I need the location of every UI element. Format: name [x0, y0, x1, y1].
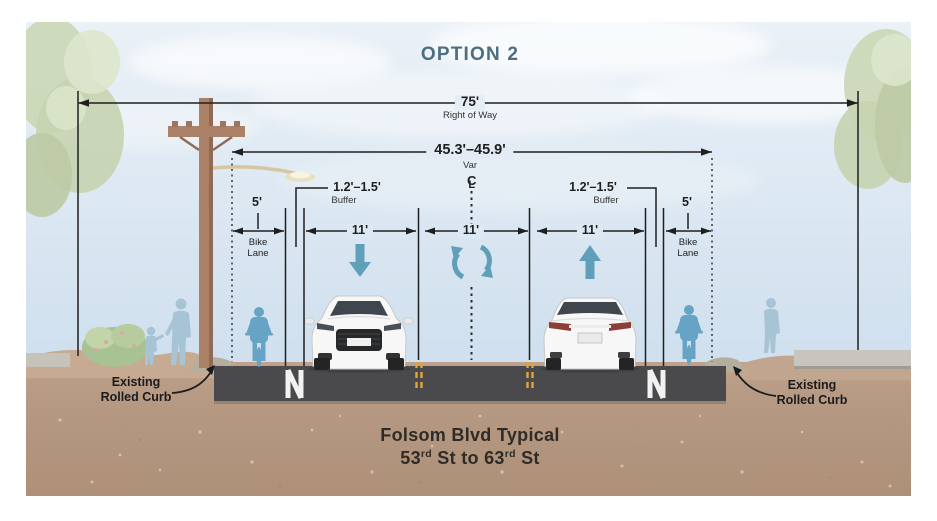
center-lane-yellow-markings [415, 362, 534, 388]
centerline-symbol: CL [466, 173, 477, 191]
pedestrian-right-silhouette [764, 298, 780, 353]
diagram-caption-line2: 53rd St to 63rd St [400, 448, 540, 468]
sidewalk [794, 350, 911, 369]
existing-rolled-curb-right-label: Existing Rolled Curb [776, 378, 848, 407]
utility-pole-icon [168, 98, 245, 368]
cyclist-right-silhouette [675, 305, 703, 365]
tree-right-icon [834, 29, 911, 189]
buffer-left-value: 1.2'–1.5' [333, 180, 381, 194]
pedestrian-adult-silhouette [165, 298, 191, 365]
diagram-caption-line1: Folsom Blvd Typical [380, 425, 560, 445]
street-light-icon [212, 165, 315, 182]
travel-lane-left-value: 11' [346, 223, 374, 238]
row-width-label: Right of Way [442, 110, 498, 121]
buffer-right-label: Buffer [593, 195, 619, 206]
car-rear-icon [540, 297, 640, 373]
bike-lane-left-value: 5' [252, 195, 262, 209]
bike-lane-left-label: Bike Lane [247, 237, 269, 259]
car-front-icon [304, 295, 414, 373]
variable-width-label: Var [462, 160, 478, 171]
bike-lane-right-value: 5' [682, 195, 692, 209]
travel-lane-right-value: 11' [576, 223, 604, 238]
option-title: OPTION 2 [420, 44, 520, 65]
bush-icon [82, 324, 148, 367]
existing-rolled-curb-left-label: Existing Rolled Curb [100, 375, 172, 404]
center-turn-lane-icon [451, 244, 493, 280]
row-width-value: 75' [454, 94, 486, 110]
curb-callout-arrows [171, 365, 777, 397]
cyclist-left-silhouette [245, 307, 273, 367]
buffer-marking-left [285, 368, 304, 400]
tree-left-icon [26, 22, 124, 217]
buffer-right-value: 1.2'–1.5' [569, 180, 617, 194]
buffer-left-label: Buffer [331, 195, 357, 206]
bike-lane-right-label: Bike Lane [677, 237, 699, 259]
lane-direction-up-arrow-icon [579, 245, 601, 279]
center-turn-lane-value: 11' [457, 223, 485, 238]
lane-direction-down-arrow-icon [349, 244, 371, 277]
pedestrian-child-silhouette [145, 326, 164, 365]
buffer-marking-right [647, 368, 666, 400]
curb-to-curb-value: 45.3'–45.9' [426, 142, 514, 159]
illustration-canvas [26, 22, 911, 496]
